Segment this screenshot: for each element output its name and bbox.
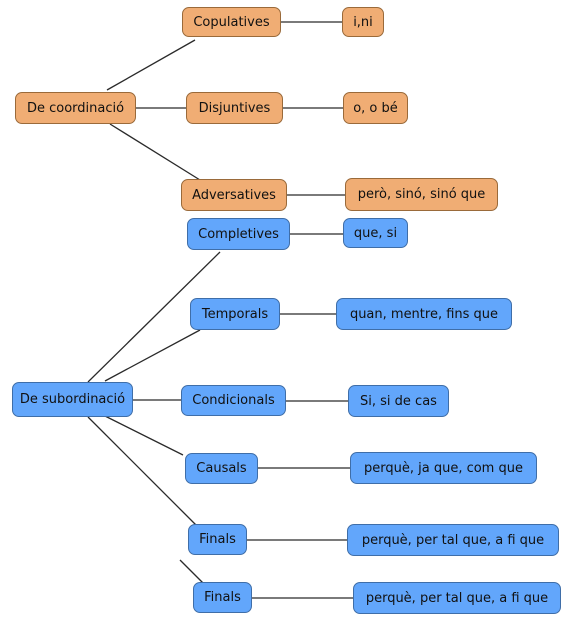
node-causals-examples: perquè, ja que, com que [350,452,537,484]
node-disjuntives: Disjuntives [186,92,283,124]
node-causals: Causals [185,453,258,484]
node-finals: Finals [188,524,247,555]
link-coord-adversatives [109,123,201,181]
node-adversatives: Adversatives [181,179,287,211]
link-sub-causals [104,415,184,456]
link-sub-finals [87,416,197,526]
node-finals-examples: perquè, per tal que, a fi que [347,524,559,556]
node-completives-examples: que, si [343,218,408,248]
node-adversatives-examples: però, sinó, sinó que [345,178,498,211]
link-sub-completives [87,251,221,383]
node-copulatives: Copulatives [182,7,281,37]
link-finals2-stub [179,559,204,584]
node-copulatives-examples: i,ni [342,7,384,37]
node-finals-2: Finals [193,582,252,613]
node-finals-2-examples: perquè, per tal que, a fi que [353,582,561,614]
node-temporals: Temporals [190,298,280,330]
link-coord-copulatives [106,39,196,91]
node-temporals-examples: quan, mentre, fins que [336,298,512,330]
link-sub-temporals [104,329,201,382]
node-disjuntives-examples: o, o bé [343,92,408,124]
subordination-root: De subordinació [12,382,133,417]
node-condicionals: Condicionals [181,385,286,416]
coordination-root: De coordinació [15,92,136,124]
node-condicionals-examples: Si, si de cas [348,385,449,417]
node-completives: Completives [187,218,290,250]
